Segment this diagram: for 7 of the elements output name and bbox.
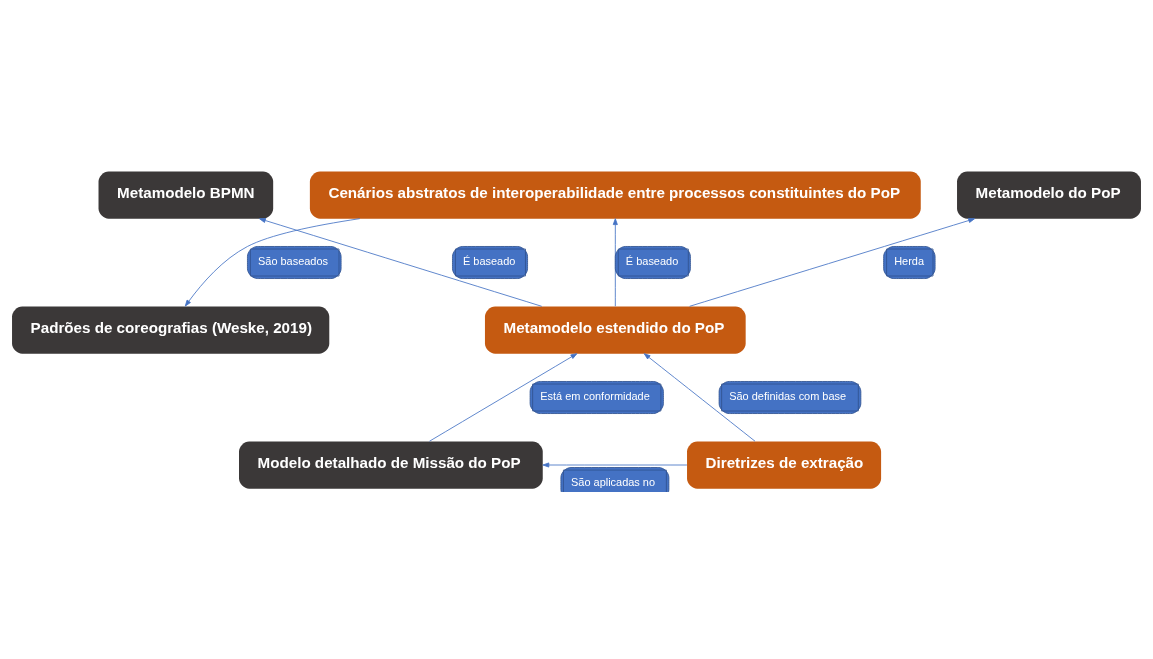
edge-label: São baseados bbox=[257, 254, 329, 267]
edge-label: É baseado bbox=[463, 254, 516, 267]
edge-label: São definidas com base bbox=[729, 389, 847, 402]
edge-label: Herda bbox=[894, 254, 925, 267]
edge-label: Está em conformidade bbox=[540, 389, 650, 402]
edge-label: É baseado bbox=[625, 254, 679, 267]
edge-label: São aplicadas no bbox=[571, 475, 656, 488]
